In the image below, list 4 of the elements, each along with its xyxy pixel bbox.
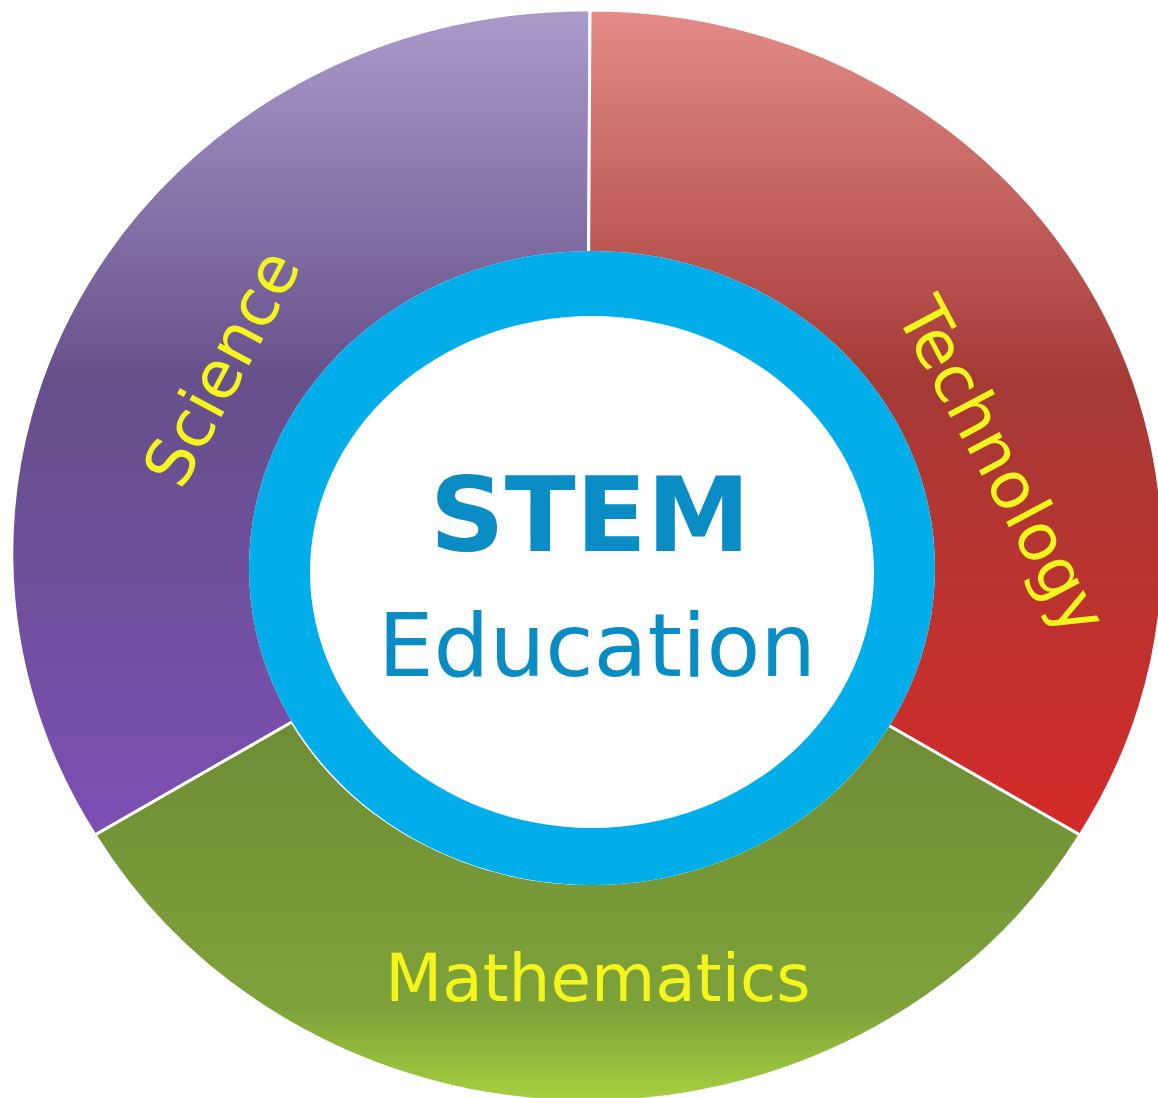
title-text: STEM <box>429 454 751 576</box>
subtitle-text: Education <box>377 593 817 697</box>
ring-segment <box>93 720 1082 1098</box>
segment-label: Mathematics <box>385 939 811 1017</box>
